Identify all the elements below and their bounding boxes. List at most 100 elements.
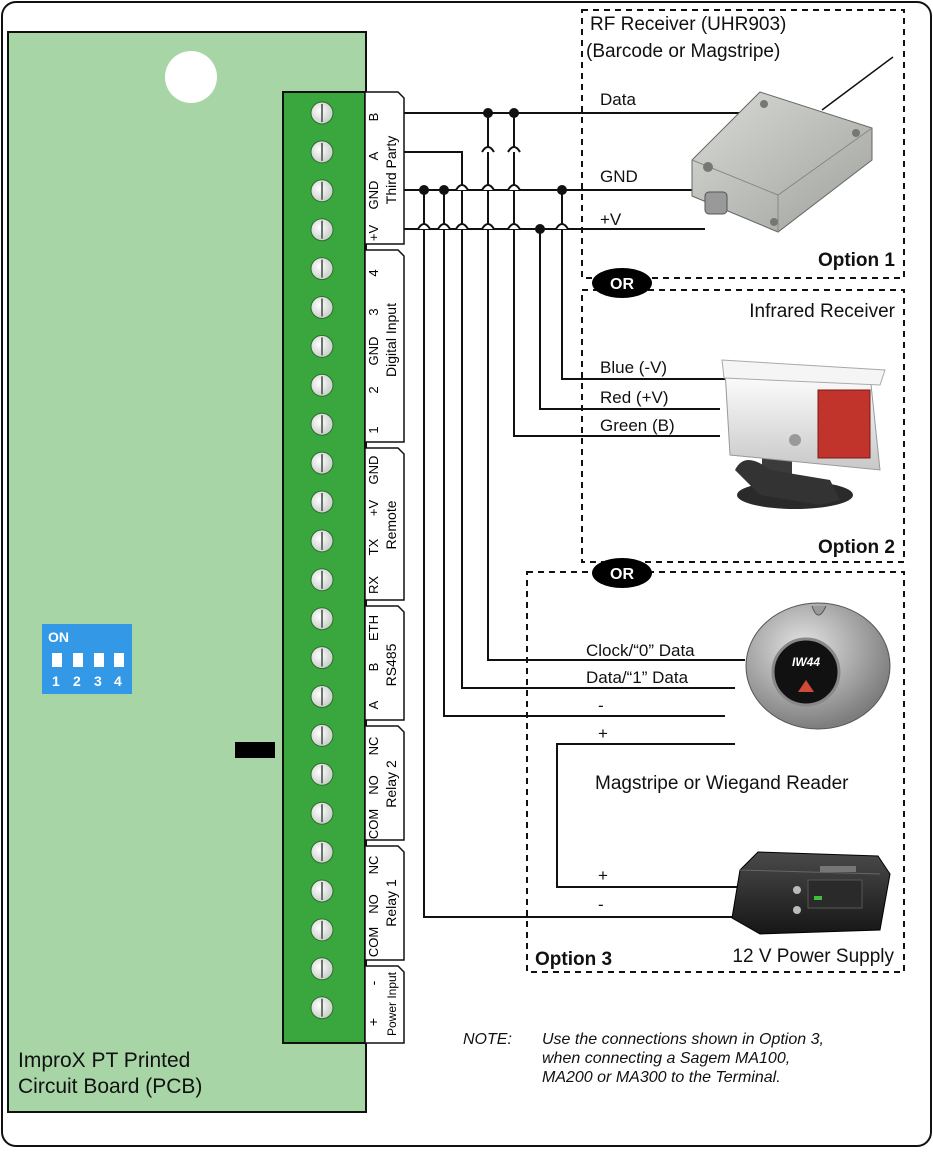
or-badge: OR [592, 268, 652, 298]
pin-label: A [366, 700, 381, 709]
wire-blue [561, 190, 725, 380]
or-text: OR [610, 276, 634, 293]
group-name: Relay 2 [383, 760, 399, 808]
dip-switch-3[interactable] [94, 653, 104, 667]
wire-hop [481, 146, 495, 153]
label-data: Data [600, 90, 636, 109]
label-psu-minus: - [598, 895, 604, 914]
wire-psu-minus [423, 190, 740, 918]
note-prefix: NOTE: [463, 1031, 512, 1048]
pin-label: TX [366, 538, 381, 555]
option3-label: Option 3 [535, 949, 612, 970]
wiegand-reader-image: IW44 [745, 602, 891, 730]
pin-label: + [365, 1018, 381, 1026]
dip-switch-2[interactable] [73, 653, 83, 667]
psu-label: 12 V Power Supply [732, 946, 894, 967]
wire-hop [437, 223, 451, 230]
pin-label: +V [366, 500, 381, 517]
label-green: Green (B) [600, 416, 675, 435]
pin-label: GND [366, 337, 381, 366]
label-gnd: GND [600, 167, 638, 186]
pin-label: B [366, 113, 381, 122]
pin-label: COM [366, 927, 381, 957]
group-name: Digital Input [383, 303, 399, 377]
note: NOTE: Use the connections shown in Optio… [463, 1031, 824, 1086]
option1-subtitle: (Barcode or Magstripe) [586, 41, 780, 62]
wires [404, 108, 755, 918]
group-rs485: ETH B A RS485 [364, 605, 405, 721]
dip-switch-1[interactable] [52, 653, 62, 667]
junction-dot [419, 185, 429, 195]
group-relay2: NC NO COM Relay 2 [364, 725, 405, 841]
wire-hop [455, 223, 469, 230]
wire-green [513, 113, 720, 437]
wire-hop [417, 223, 431, 230]
wire-hop [455, 184, 469, 191]
option1-label: Option 1 [818, 250, 895, 271]
label-reader-plus: + [598, 724, 608, 743]
group-remote: GND +V TX RX Remote [364, 447, 405, 601]
group-name: Power Input [385, 971, 399, 1036]
label-data1: Data/“1” Data [586, 668, 689, 687]
pin-label: ETH [366, 615, 381, 641]
pin-label: RX [366, 576, 381, 594]
pin-label: NC [366, 856, 381, 875]
wire-red [539, 229, 720, 410]
pin-label: GND [366, 181, 381, 210]
group-name: RS485 [383, 643, 399, 686]
pin-label: NO [366, 775, 381, 795]
pcb-label-line2: Circuit Board (PCB) [18, 1075, 202, 1098]
pin-label: +V [366, 225, 381, 242]
pin-label: A [366, 151, 381, 160]
pin-label: 3 [366, 308, 381, 315]
pin-label: 1 [366, 426, 381, 433]
wire-reader-minus [443, 190, 725, 717]
reader-label: Magstripe or Wiegand Reader [595, 773, 849, 794]
group-power-input: - + Power Input [364, 965, 405, 1044]
label-plus-v: +V [600, 210, 622, 229]
option1-content: RF Receiver (UHR903) (Barcode or Magstri… [586, 14, 895, 271]
wire-hop [481, 223, 495, 230]
label-clock: Clock/“0” Data [586, 641, 695, 660]
dip-number-3: 3 [94, 673, 102, 689]
option2-title: Infrared Receiver [749, 301, 895, 322]
wire-hop [481, 184, 495, 191]
junction-dot [483, 108, 493, 118]
pin-label: B [366, 663, 381, 672]
wire-hop [507, 146, 521, 153]
note-line3: MA200 or MA300 to the Terminal. [542, 1069, 781, 1086]
wire-plus-loop [556, 743, 740, 888]
group-digital-input: 4 3 GND 2 1 Digital Input [364, 249, 405, 443]
label-psu-plus: + [598, 866, 608, 885]
note-line2: when connecting a Sagem MA100, [542, 1050, 790, 1067]
dip-on-label: ON [48, 629, 69, 645]
dip-number-1: 1 [52, 673, 60, 689]
junction-dot [509, 108, 519, 118]
group-name: Third Party [383, 136, 399, 204]
reader-badge: IW44 [792, 655, 820, 669]
group-name: Remote [383, 500, 399, 549]
option3-content: Clock/“0” Data Data/“1” Data - + Magstri… [535, 602, 894, 970]
wire-hop [507, 223, 521, 230]
pin-label: 2 [366, 386, 381, 393]
dip-switch-4[interactable] [114, 653, 124, 667]
note-line1: Use the connections shown in Option 3, [542, 1031, 824, 1048]
junction-dot [557, 185, 567, 195]
pcb-label-line1: ImproX PT Printed [18, 1049, 190, 1072]
group-name: Relay 1 [383, 879, 399, 927]
option2-label: Option 2 [818, 537, 895, 558]
label-red: Red (+V) [600, 388, 669, 407]
connector-labels: B A GND +V Third Party 4 3 GND 2 1 Digit… [364, 91, 405, 1044]
pin-label: GND [366, 456, 381, 485]
label-reader-minus: - [598, 696, 604, 715]
mounting-hole [165, 51, 217, 103]
group-relay1: NC NO COM Relay 1 [364, 845, 405, 961]
wire-hop [507, 184, 521, 191]
pin-label: NO [366, 894, 381, 914]
dip-number-2: 2 [73, 673, 81, 689]
dip-number-4: 4 [114, 673, 122, 689]
pcb-chip [235, 742, 275, 758]
dip-switch[interactable]: ON 1 2 3 4 [42, 624, 132, 694]
pin-label: NC [366, 737, 381, 756]
